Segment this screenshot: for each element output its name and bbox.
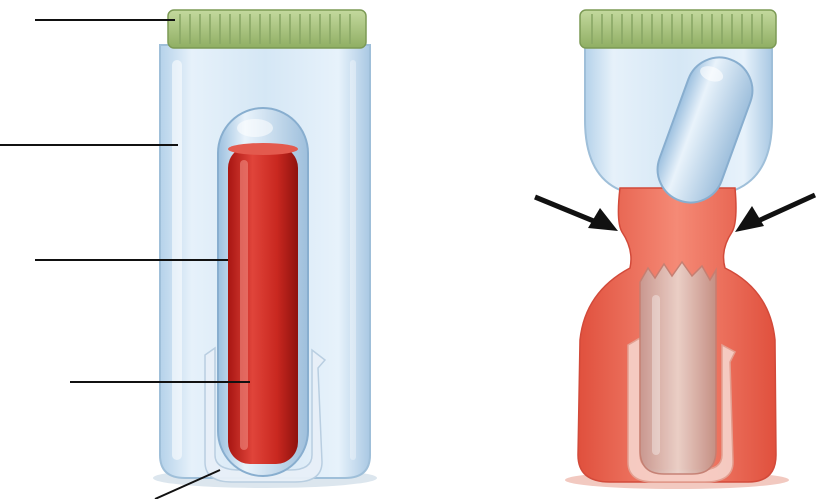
compressed-container [535,10,815,489]
tube-top-highlight [237,119,273,137]
lid [168,10,366,48]
tube-highlight [652,295,660,455]
right-arrow [735,195,815,232]
fluid-surface [228,143,298,155]
broken-tube-bottom [640,262,716,474]
intact-container [0,10,377,499]
lid [580,10,776,48]
tube-fluid [228,146,298,464]
left-arrow [535,197,618,231]
jar-highlight [350,60,356,460]
fluid-highlight [240,160,248,450]
